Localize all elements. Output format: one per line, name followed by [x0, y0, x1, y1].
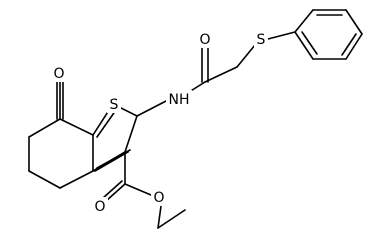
- bond: [124, 183, 152, 196]
- thiophene-sulfur-label: S: [107, 95, 121, 113]
- bond: [341, 33, 357, 56]
- bond: [94, 151, 129, 172]
- atom-label-layer: O S O S NH O O: [51, 30, 268, 215]
- bond: [136, 99, 169, 117]
- amide-oxygen-text: O: [199, 32, 210, 48]
- ester-carbonyl-oxygen-text: O: [94, 199, 105, 215]
- thiophene-sulfur-text: S: [110, 97, 119, 113]
- bond: [294, 31, 314, 60]
- bond: [157, 209, 186, 229]
- bond: [204, 66, 238, 83]
- amide-nitrogen-text: NH: [169, 92, 190, 108]
- ester-carbonyl-oxygen-label: O: [92, 197, 108, 215]
- bond: [301, 31, 318, 55]
- bond: [124, 115, 138, 153]
- bond: [267, 31, 296, 40]
- bond: [102, 180, 123, 199]
- bond: [28, 118, 61, 138]
- amide-nitrogen-label: NH: [166, 90, 192, 108]
- thioether-sulfur-text: S: [257, 32, 266, 48]
- bond: [236, 44, 256, 68]
- bond: [105, 183, 126, 202]
- thioether-sulfur-label: S: [254, 30, 268, 48]
- ester-ether-oxygen-label: O: [151, 188, 167, 206]
- bond: [345, 9, 363, 35]
- bond: [96, 109, 117, 138]
- bond: [28, 170, 61, 189]
- bond: [294, 9, 314, 33]
- amide-oxygen-label: O: [197, 30, 213, 48]
- bond: [59, 170, 94, 189]
- ketone-oxygen-label: O: [51, 64, 67, 82]
- bond: [157, 205, 162, 229]
- ketone-oxygen-text: O: [53, 66, 64, 82]
- bond-layer: [28, 9, 363, 229]
- bond: [59, 118, 94, 136]
- bond: [345, 33, 363, 60]
- ester-ether-oxygen-text: O: [153, 190, 164, 206]
